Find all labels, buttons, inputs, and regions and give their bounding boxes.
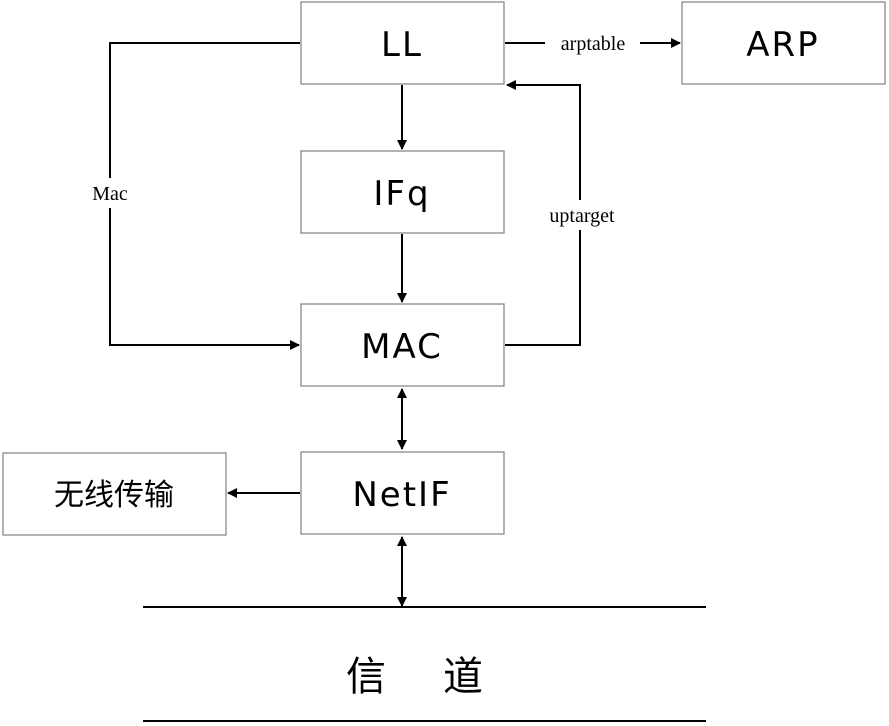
netif-node: NetIF — [300, 451, 505, 535]
arp-label: ARP — [746, 25, 819, 65]
ll-label: LL — [381, 25, 423, 65]
mac-node: MAC — [300, 303, 505, 387]
ifq-label: IFq — [373, 174, 430, 214]
arp-box — [681, 1, 886, 85]
ll-box — [300, 1, 505, 85]
ifq-box — [300, 150, 505, 234]
ll-node: LL — [300, 1, 505, 85]
mac-box — [300, 303, 505, 387]
wireless-box — [2, 452, 227, 536]
edge-mac-ll-lower — [505, 230, 581, 346]
channel-char-1: 信 — [346, 654, 386, 700]
edge-ll-mac-lower — [109, 208, 300, 350]
arp-node: ARP — [681, 1, 886, 85]
mac-label: MAC — [361, 327, 443, 367]
channel-char-2: 道 — [443, 654, 483, 700]
wireless-label: 无线传输 — [54, 478, 174, 513]
wireless-node: 无线传输 — [2, 452, 227, 536]
edge-ll-mac-upper — [109, 42, 300, 178]
netif-box — [300, 451, 505, 535]
mac-edge-label: Mac — [92, 183, 128, 205]
edge-mac-ll-upper — [506, 80, 581, 200]
arptable-label: arptable — [561, 33, 626, 55]
ifq-node: IFq — [300, 150, 505, 234]
uptarget-label: uptarget — [549, 205, 615, 227]
netif-label: NetIF — [352, 475, 451, 515]
